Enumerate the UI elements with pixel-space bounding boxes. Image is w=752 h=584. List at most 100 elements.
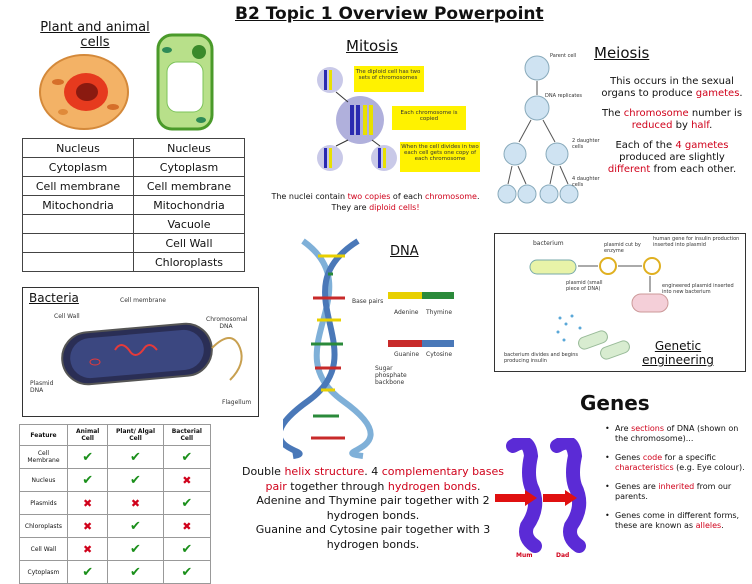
table-row: Cell Wall✖✔✔	[19, 537, 212, 561]
text: They are	[331, 203, 370, 212]
feature-mark: ✔	[162, 537, 212, 561]
text: The	[601, 108, 624, 119]
check-icon: ✔	[82, 449, 94, 465]
text: characteristics	[615, 463, 674, 472]
text: Adenine and Thymine pair together with 2…	[256, 494, 490, 522]
text: alleles	[695, 521, 722, 530]
guanine-label: Guanine	[394, 351, 420, 358]
cytosine-label: Cytosine	[426, 351, 453, 358]
feature-name: Cell Membrane	[19, 445, 68, 469]
mitosis-label-2: Each chromosome is copied	[400, 110, 458, 122]
text: code	[642, 453, 663, 462]
plant-cell-part: Cell Wall	[133, 233, 245, 253]
feature-mark: ✔	[107, 445, 164, 469]
text: different	[607, 164, 651, 175]
feature-mark: ✖	[107, 491, 164, 515]
feature-name: Chloroplasts	[19, 514, 68, 538]
ge-human-gene-label: human gene for insulin production insert…	[653, 236, 740, 248]
thymine-label: Thymine	[426, 309, 453, 316]
ge-engineered-label: engineered plasmid inserted into new bac…	[662, 283, 734, 295]
table-row: Cell Wall	[22, 233, 245, 253]
plant-cell-part: Mitochondria	[133, 195, 245, 215]
cross-icon: ✖	[130, 496, 141, 510]
plant-cell-part: Nucleus	[133, 138, 245, 158]
table-row: Nucleus✔✔✖	[19, 468, 212, 492]
text: chromosome	[425, 192, 477, 201]
feature-mark: ✔	[162, 491, 212, 515]
feature-mark: ✔	[162, 560, 212, 584]
feature-name: Cell Wall	[19, 537, 68, 561]
dad-label: Dad	[556, 552, 570, 559]
check-icon: ✔	[130, 449, 141, 465]
text: from each other.	[650, 164, 737, 175]
column-header: Animal Cell	[66, 424, 109, 446]
cross-icon: ✖	[83, 496, 93, 510]
meiosis-parent-label: Parent cell	[550, 53, 577, 59]
text: reduced	[631, 120, 673, 131]
dna-text: Double helix structure. 4 complementary …	[232, 465, 514, 552]
cross-icon: ✖	[83, 519, 93, 533]
feature-mark: ✔	[162, 445, 212, 469]
mitosis-caption: The nuclei contain two copies of each ch…	[258, 191, 493, 213]
cross-icon: ✖	[182, 473, 192, 487]
text: (e.g. Eye colour).	[673, 463, 745, 472]
text: from our parents.	[615, 482, 732, 501]
animal-cell-part	[22, 233, 134, 253]
animal-cell-part: Cytoplasm	[22, 157, 134, 177]
column-header: Plant/ Algal Cell	[107, 424, 164, 446]
column-header: Feature	[19, 424, 68, 446]
table-row: Cell Membrane ✔ ✔ ✔	[19, 445, 212, 469]
bacterium-diagram	[61, 322, 243, 386]
genes-bullet-3: Genes are inherited from our parents.	[605, 482, 750, 502]
feature-mark: ✔	[66, 445, 109, 469]
animal-cell-part: Mitochondria	[22, 195, 134, 215]
text: for a specific	[662, 453, 716, 462]
cells-heading: Plant and animal cells	[40, 20, 150, 50]
feature-mark: ✔	[107, 560, 164, 584]
check-icon: ✔	[82, 472, 94, 488]
feature-mark: ✖	[66, 514, 109, 538]
text: Double	[241, 465, 285, 478]
text: . 4	[364, 465, 382, 478]
adenine-label: Adenine	[394, 309, 419, 316]
page-title: B2 Topic 1 Overview Powerpoint	[235, 4, 544, 24]
plant-cell-part: Cell membrane	[133, 176, 245, 196]
cross-icon: ✖	[182, 519, 192, 533]
feature-name: Plasmids	[19, 491, 68, 515]
feature-mark: ✔	[66, 560, 109, 584]
meiosis-heading: Meiosis	[594, 44, 650, 62]
text: Genes	[615, 453, 643, 462]
bacteria-panel	[22, 287, 259, 417]
dna-heading: DNA	[390, 244, 419, 259]
bacteria-heading: Bacteria	[29, 291, 79, 305]
check-icon: ✔	[130, 472, 141, 488]
text: .	[476, 192, 480, 201]
genetic-engineering-heading: Genetic engineering	[642, 339, 714, 367]
text: of each	[390, 192, 426, 201]
bacteria-chromosomal-label: Chromosomal DNA	[206, 316, 248, 330]
text: The nuclei contain	[271, 192, 348, 201]
text: Are	[615, 424, 632, 433]
table-row: Vacuole	[22, 214, 245, 234]
plant-cell-part: Vacuole	[133, 214, 245, 234]
mitosis-diagram	[317, 66, 480, 172]
meiosis-text: This occurs in the sexual organs to prod…	[597, 76, 747, 176]
check-icon: ✔	[181, 541, 193, 557]
feature-mark: ✖	[162, 514, 212, 538]
text: sections	[631, 424, 665, 433]
mum-label: Mum	[516, 552, 533, 559]
dna-backbone-label: Sugar phosphate backbone	[375, 365, 407, 386]
text: of DNA (shown on the chromosome)...	[615, 424, 739, 443]
plant-cell-part: Cytoplasm	[133, 157, 245, 177]
feature-mark: ✖	[66, 537, 109, 561]
text: chromosome	[623, 108, 689, 119]
feature-mark: ✔	[107, 468, 164, 492]
text: 4 gametes	[675, 140, 729, 151]
ge-plasmid-label: plasmid (small piece of DNA)	[566, 280, 603, 292]
text: inherited	[658, 482, 695, 491]
text: .	[721, 521, 724, 530]
